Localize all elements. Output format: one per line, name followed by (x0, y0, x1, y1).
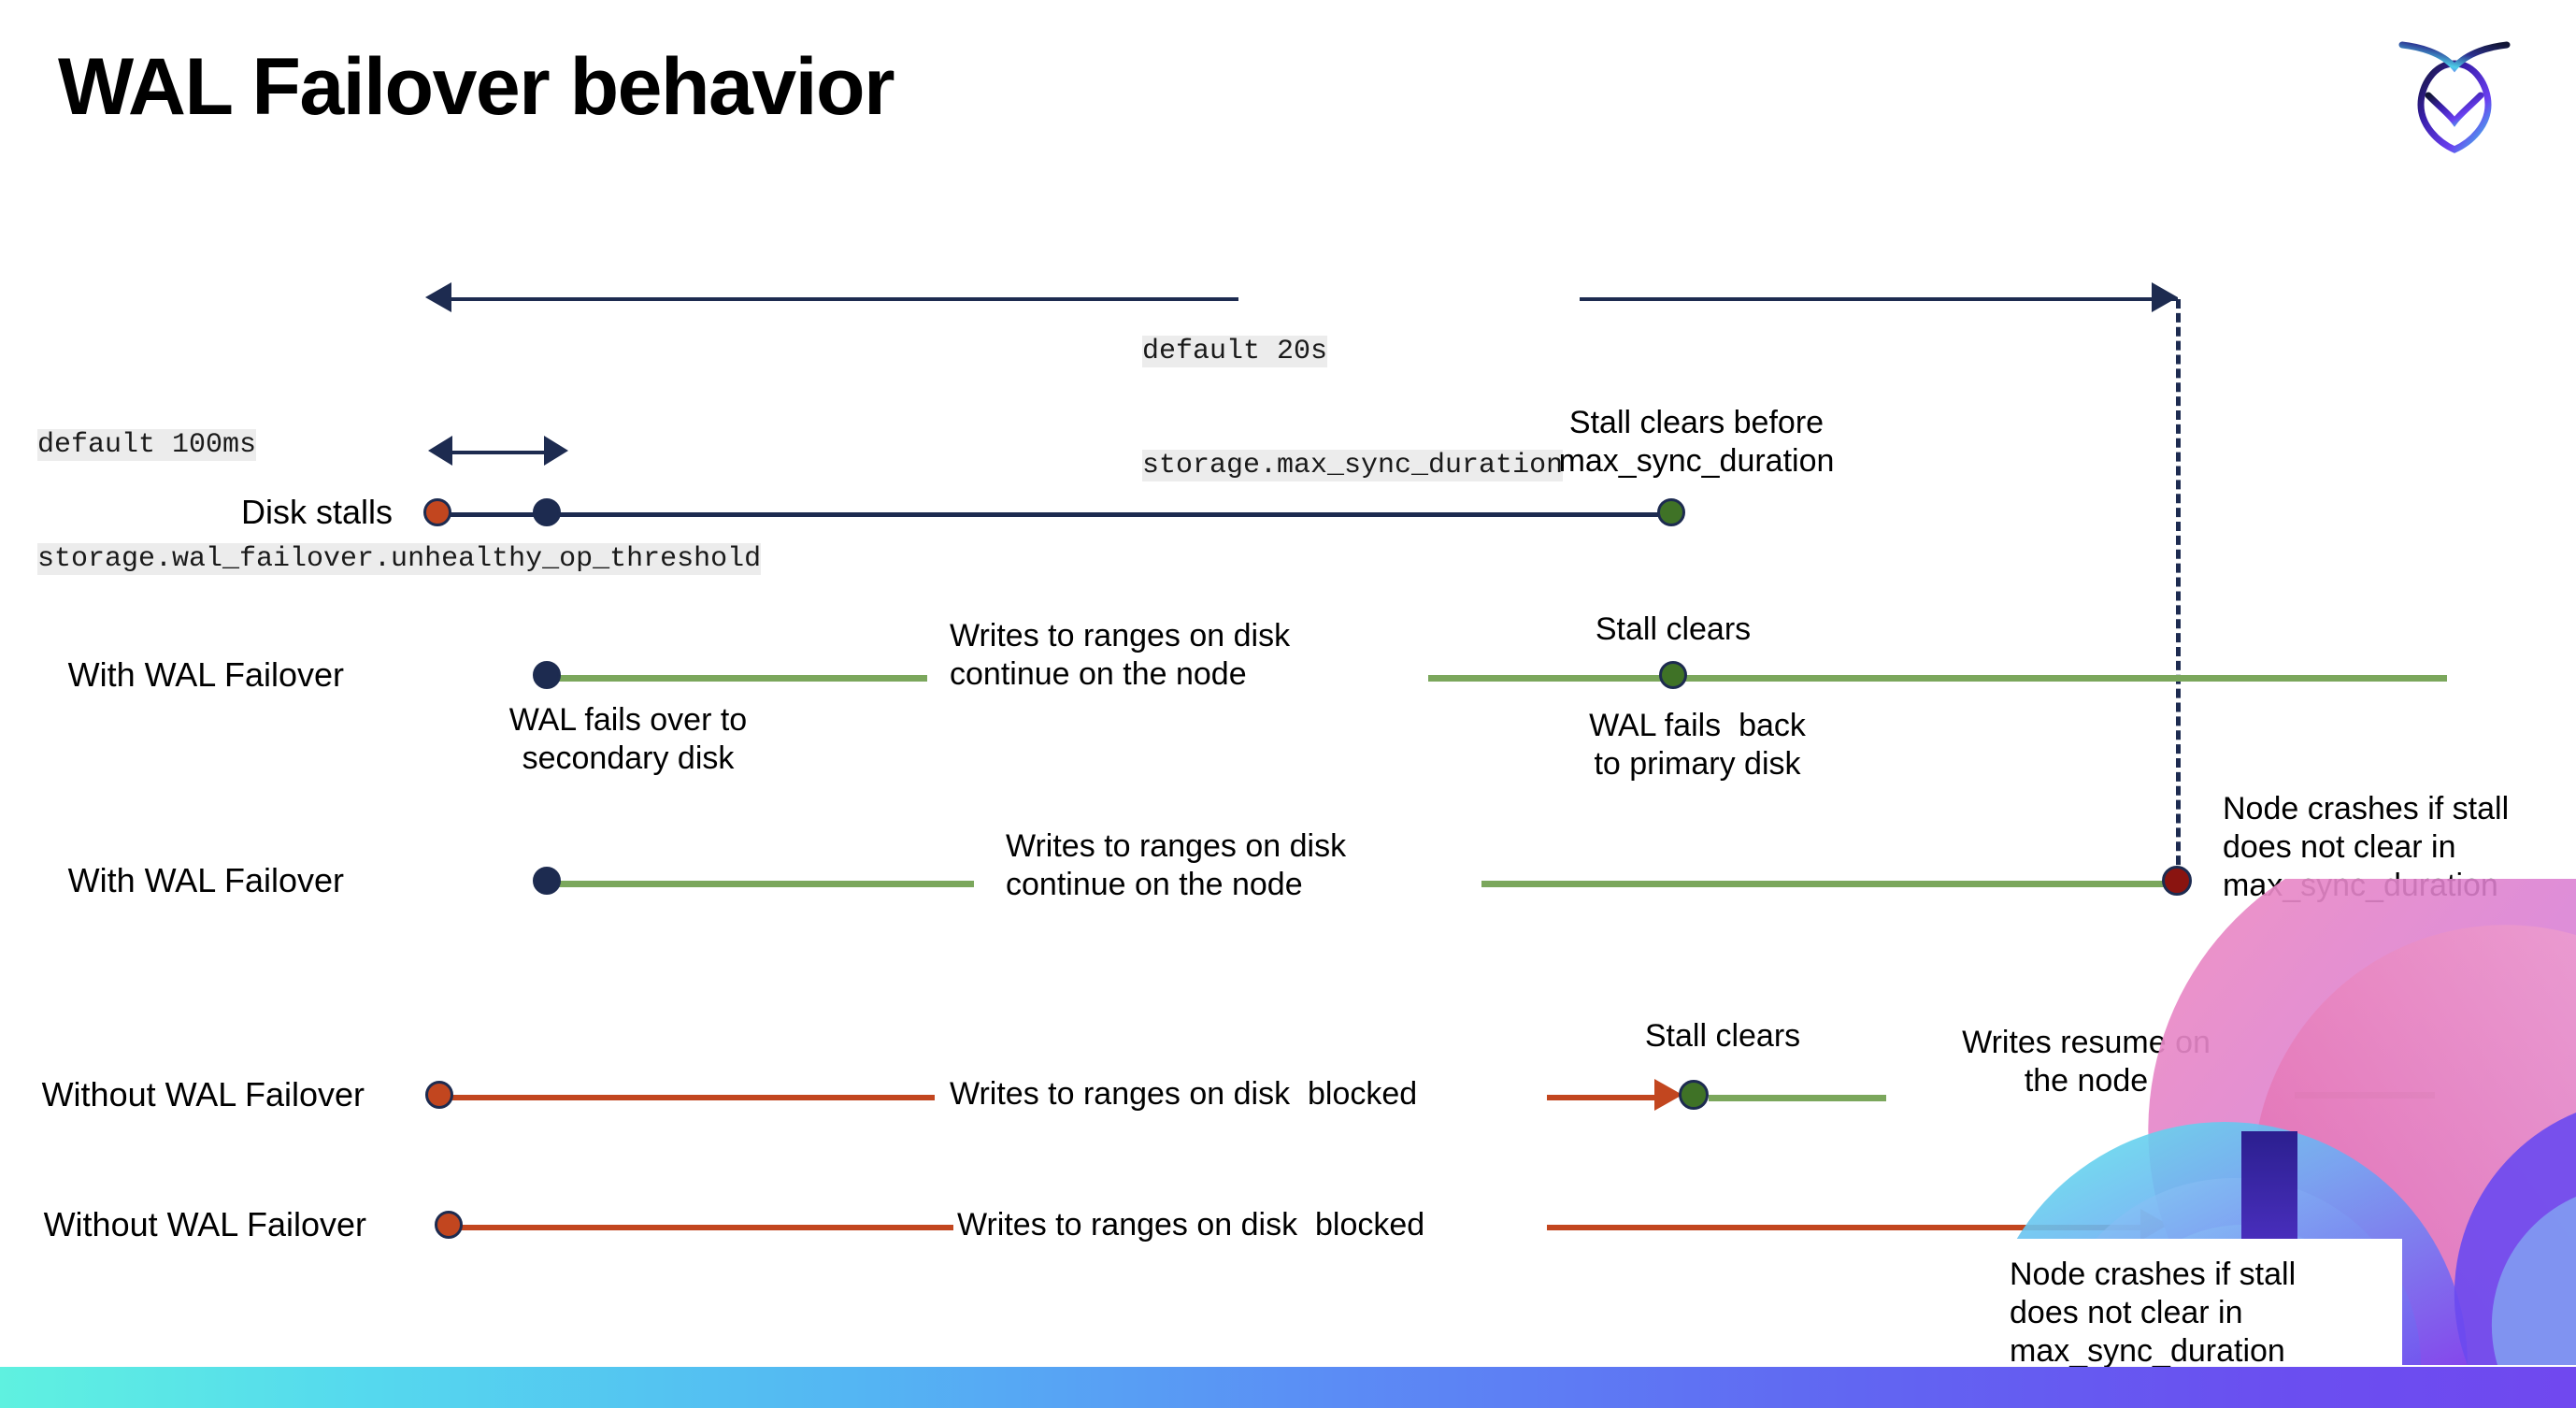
max-sync-left-arrowhead (425, 282, 451, 312)
unhealthy-op-right-arrowhead (544, 436, 568, 466)
row-label-with-wal-failover-2: With WAL Failover (67, 861, 344, 899)
unhealthy-op-left-arrowhead (428, 436, 452, 466)
max-sync-default-label: default 20s (1142, 336, 1328, 367)
annotation-wal-fails-over: WAL fails over to secondary disk (508, 702, 748, 776)
disk-stalls-failover-dot (533, 498, 561, 526)
max-sync-duration-span-line-right (1580, 297, 2178, 301)
with-failover-2-crash-dot (2162, 866, 2192, 896)
cockroach-labs-logo-icon (2389, 28, 2520, 159)
unhealthy-op-span-line (447, 451, 550, 454)
max-sync-deadline-guide (2176, 299, 2181, 879)
row-label-without-wal-failover-2: Without WAL Failover (43, 1205, 366, 1243)
annotation-writes-continue-2: Writes to ranges on disk continue on the… (1006, 828, 1347, 902)
annotation-writes-blocked-1: Writes to ranges on disk blocked (950, 1076, 1418, 1112)
annotation-wal-fails-back: WAL fails back to primary disk (1589, 708, 1806, 782)
disk-stalls-clear-dot (1657, 498, 1685, 526)
annotation-writes-blocked-2: Writes to ranges on disk blocked (957, 1207, 1425, 1243)
max-sync-duration-span-line (439, 297, 1238, 301)
annotation-writes-continue-1: Writes to ranges on disk continue on the… (950, 618, 1291, 692)
without-failover-1-green-segment (1709, 1095, 1886, 1101)
with-failover-1-stall-clear-dot (1659, 661, 1687, 689)
annotation-stall-clears-before: Stall clears before max_sync_duration (1558, 405, 1835, 479)
with-failover-1-start-dot (533, 661, 561, 689)
without-failover-1-arrowhead (1654, 1079, 1682, 1111)
without-failover-2-red-segment-b (1547, 1225, 2149, 1230)
with-failover-1-segment-a (544, 675, 927, 682)
annotation-stall-clears-1: Stall clears (1595, 611, 1752, 647)
row-label-disk-stalls: Disk stalls (240, 493, 393, 531)
with-failover-2-segment-b (1481, 881, 2178, 887)
unhealthy-op-default-label: default 100ms (37, 429, 257, 461)
max-sync-duration-setting: default 20s storage.max_sync_duration (1142, 257, 1564, 560)
row-label-with-wal-failover-1: With WAL Failover (67, 655, 344, 694)
without-failover-2-start-dot (435, 1211, 463, 1239)
without-failover-1-green-segment-far (2295, 1092, 2435, 1099)
unhealthy-op-setting-name: storage.wal_failover.unhealthy_op_thresh… (37, 542, 762, 575)
unhealthy-op-threshold-setting: default 100ms storage.wal_failover.unhea… (37, 351, 762, 654)
without-failover-2-red-segment-a (458, 1225, 953, 1230)
without-failover-1-start-dot (425, 1081, 453, 1109)
annotation-writes-resume: Writes resume on the node (1962, 1025, 2211, 1099)
with-failover-1-segment-b (1428, 675, 2447, 682)
max-sync-setting-name: storage.max_sync_duration (1142, 449, 1564, 481)
disk-stalls-line (437, 512, 1671, 517)
bottom-gradient-bar (0, 1367, 2576, 1408)
max-sync-right-arrowhead (2152, 282, 2178, 312)
row-label-without-wal-failover-1: Without WAL Failover (41, 1075, 365, 1113)
with-failover-2-segment-a (544, 881, 974, 887)
with-failover-2-start-dot (533, 867, 561, 895)
page-title: WAL Failover behavior (58, 42, 895, 132)
without-failover-1-red-segment-b (1547, 1095, 1664, 1100)
disk-stalls-start-dot (423, 498, 451, 526)
annotation-node-crashes-1: Node crashes if stall does not clear in … (2223, 791, 2510, 903)
annotation-stall-clears-2: Stall clears (1644, 1018, 1801, 1054)
without-failover-1-red-segment (449, 1095, 935, 1100)
without-failover-1-clear-dot (1679, 1080, 1709, 1110)
without-failover-2-arrowhead (2140, 1209, 2168, 1241)
annotation-node-crashes-2: Node crashes if stall does not clear in … (2010, 1257, 2297, 1369)
